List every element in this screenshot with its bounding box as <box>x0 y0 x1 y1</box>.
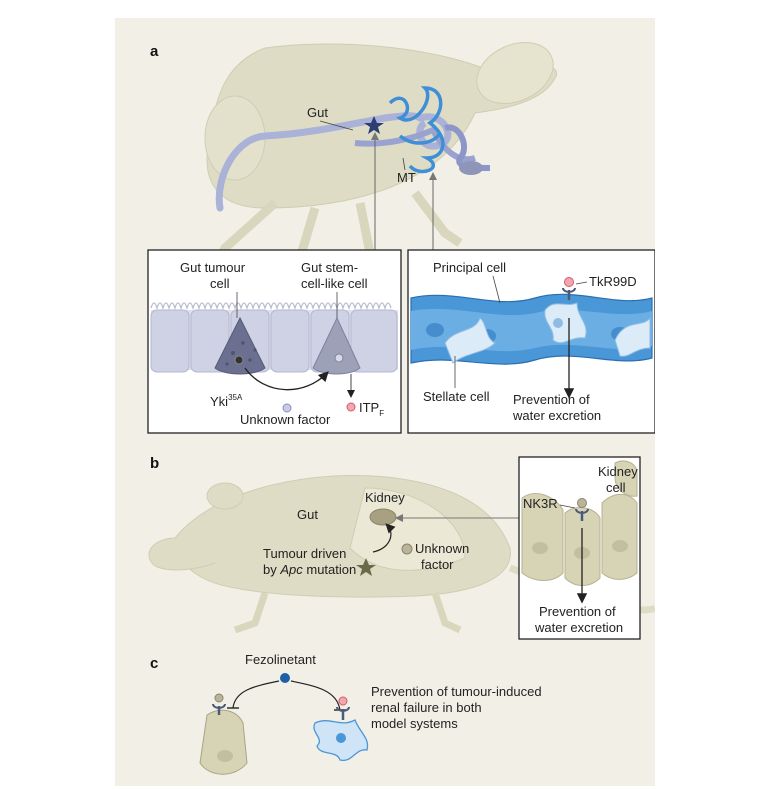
mini-nk3r-ligand-icon <box>214 693 224 703</box>
mouse-kidney-icon <box>369 508 397 526</box>
outcome-label-2: renal failure in both <box>371 700 482 715</box>
mt-prevention-label-2: water excretion <box>512 408 601 423</box>
malpighian-tubules-2 <box>398 131 442 145</box>
nk3r-ligand-icon <box>577 498 587 508</box>
mouse-tumour-label-2: by Apc mutation <box>263 562 356 577</box>
panel-c-label: c <box>150 655 158 672</box>
gut-stem-cell-label-2: cell-like cell <box>301 276 368 291</box>
fly-mt-leader <box>402 157 406 171</box>
fly-gut-loop <box>416 113 452 150</box>
outcome-label-3: model systems <box>371 716 458 731</box>
kidney-box <box>518 456 641 640</box>
kidney-cell-label-1: Kidney <box>598 464 638 479</box>
nk3r-label: NK3R <box>523 496 558 511</box>
fezolinetant-label: Fezolinetant <box>245 652 316 667</box>
inhibit-tubule-line <box>290 680 341 711</box>
mt-prevention-label-1: Prevention of <box>513 392 590 407</box>
gut-tumour-cell-label-2: cell <box>210 276 230 291</box>
tkr99d-ligand-icon <box>564 277 574 287</box>
kidney-prevention-label-2: water excretion <box>534 620 623 635</box>
mouse-unknown-factor-icon <box>401 543 413 555</box>
yki-label: Yki35A <box>210 393 243 409</box>
itp-label: ITPF <box>359 400 384 418</box>
tkr99d-label: TkR99D <box>589 274 637 289</box>
mini-kidney-cell <box>199 709 248 775</box>
itp-hormone-icon <box>346 402 356 412</box>
fezolinetant-drug-icon <box>280 673 290 683</box>
mini-kidney-nucleus <box>217 750 233 762</box>
mouse-gut-label: Gut <box>297 507 318 522</box>
mouse-kidney-label: Kidney <box>365 490 405 505</box>
kidney-prevention-label-1: Prevention of <box>539 604 616 619</box>
fly-gut-label: Gut <box>307 105 328 120</box>
fly-mt-label: MT <box>397 170 416 185</box>
gut-epithelium-box <box>147 249 402 434</box>
unknown-factor-icon <box>282 403 292 413</box>
gut-stem-cell-label-1: Gut stem- <box>301 260 358 275</box>
figure-canvas: a Gut MT <box>115 18 655 786</box>
mini-tkr99d-ligand-icon <box>338 696 348 706</box>
gut-tumour-cell-label-1: Gut tumour <box>180 260 246 275</box>
unknown-factor-arrow <box>244 367 329 391</box>
tumour-star-icon <box>364 116 384 134</box>
fly-silhouette <box>204 42 558 285</box>
outcome-label-1: Prevention of tumour-induced <box>371 684 542 699</box>
figure-svg: a Gut MT <box>147 42 655 775</box>
panel-a-label: a <box>150 43 159 60</box>
fly-gut-leader <box>319 120 354 131</box>
panel-b-label: b <box>150 455 159 472</box>
nk3r-leader <box>559 504 576 509</box>
kidney-cell-label-2: cell <box>606 480 626 495</box>
mouse-tumour-star-icon <box>356 558 376 576</box>
fly-rectum <box>459 161 483 175</box>
stellate-cell-label: Stellate cell <box>423 389 490 404</box>
principal-cell-leader <box>492 275 501 304</box>
mouse-unknown-factor-label-2: factor <box>421 557 454 572</box>
mouse-silhouette <box>148 475 655 634</box>
malpighian-tubules <box>388 86 445 174</box>
mouse-tumour-label-1: Tumour driven <box>263 546 346 561</box>
inhibit-kidney-line <box>232 680 280 709</box>
principal-cell-label: Principal cell <box>433 260 506 275</box>
tkr99d-leader <box>575 281 588 285</box>
unknown-factor-label: Unknown factor <box>240 412 331 427</box>
mini-stellate-nucleus <box>336 733 346 743</box>
mouse-factor-arrow <box>372 523 396 553</box>
mouse-unknown-factor-label-1: Unknown <box>415 541 469 556</box>
tubule-box <box>407 249 655 434</box>
